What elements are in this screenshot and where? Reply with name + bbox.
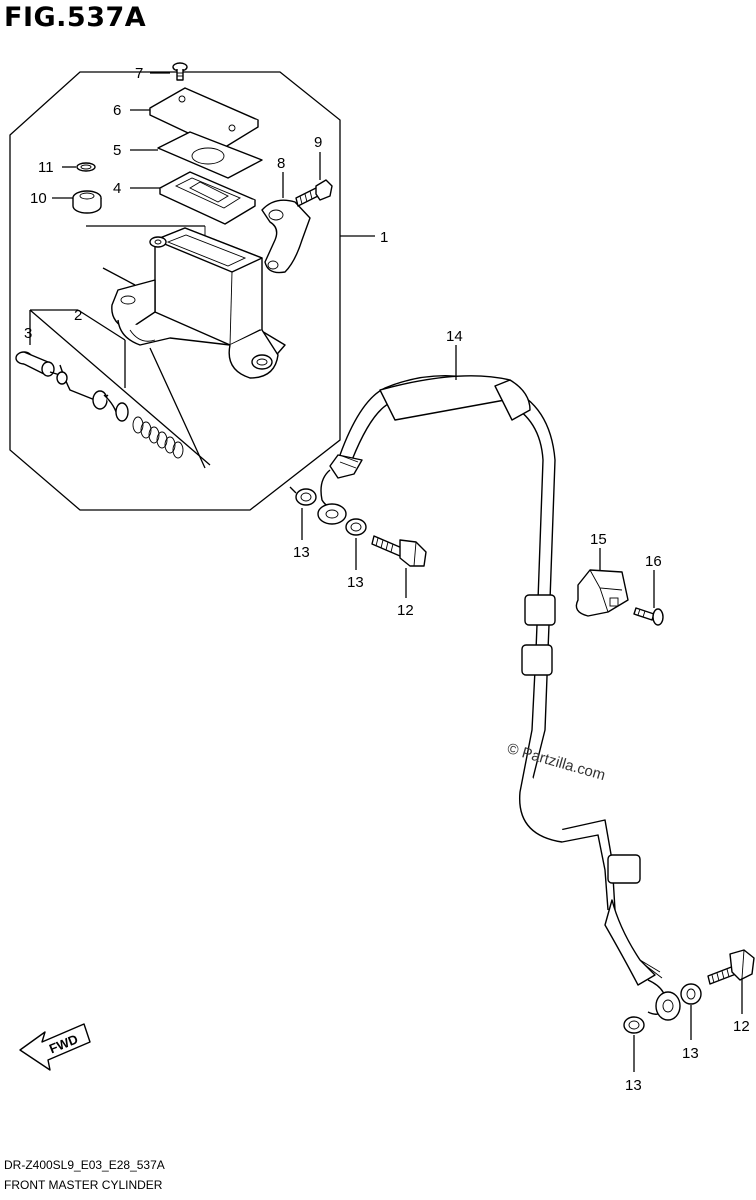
callout-1: 1	[380, 229, 388, 246]
piston-spring	[132, 416, 184, 459]
part-13-washer-a[interactable]	[295, 488, 317, 506]
part-9-bolt[interactable]	[295, 179, 333, 207]
part-13-washer-c[interactable]	[623, 1016, 645, 1034]
callout-14: 14	[446, 328, 463, 345]
callout-16: 16	[645, 553, 662, 570]
callout-9: 9	[314, 134, 322, 151]
callout-12a: 12	[397, 602, 414, 619]
part-13-washer-d[interactable]	[680, 983, 702, 1005]
callout-5: 5	[113, 142, 121, 159]
callout-10: 10	[30, 190, 47, 207]
part-4-diaphragm[interactable]	[159, 171, 256, 225]
leader-13a-top	[289, 486, 297, 494]
part-7-screw[interactable]	[172, 62, 188, 81]
axis-line-a	[102, 267, 136, 286]
callout-6: 6	[113, 102, 121, 119]
part-13-washer-b[interactable]	[345, 518, 367, 536]
part-5-plate[interactable]	[157, 131, 263, 179]
callout-7: 7	[135, 65, 143, 82]
axis-line-c	[29, 309, 211, 466]
callout-12b: 12	[733, 1018, 750, 1035]
callout-13d: 13	[682, 1045, 699, 1062]
axis-line-b	[149, 347, 206, 469]
part-14-brake-hose[interactable]	[317, 375, 681, 1021]
part-10-seal[interactable]	[72, 190, 102, 214]
part-15-hose-clamp[interactable]	[575, 569, 629, 617]
callout-11: 11	[38, 159, 54, 176]
callout-13a: 13	[293, 544, 310, 561]
callout-8: 8	[277, 155, 285, 172]
callout-4: 4	[113, 180, 121, 197]
leader-2-b	[77, 309, 126, 341]
part-12-banjo-bolt-b[interactable]	[707, 949, 755, 985]
part-11-ring[interactable]	[76, 162, 96, 172]
model-code: DR-Z400SL9_E03_E28_537A	[4, 1158, 165, 1172]
part-2-piston-set[interactable]	[15, 351, 184, 459]
assembly-boundary	[9, 71, 341, 511]
part-16-screw[interactable]	[633, 607, 664, 626]
fwd-arrow-icon: FWD	[19, 1023, 91, 1071]
callout-13c: 13	[625, 1077, 642, 1094]
callout-13b: 13	[347, 574, 364, 591]
part-12-banjo-bolt-a[interactable]	[371, 535, 427, 567]
part-1-master-cylinder-body[interactable]	[111, 227, 286, 379]
callout-2: 2	[74, 307, 82, 324]
part-8-clamp[interactable]	[261, 199, 311, 274]
callout-3: 3	[24, 325, 32, 342]
figure-title: FIG.537A	[4, 2, 147, 33]
figure-name: FRONT MASTER CYLINDER	[4, 1178, 163, 1192]
callout-15: 15	[590, 531, 607, 548]
